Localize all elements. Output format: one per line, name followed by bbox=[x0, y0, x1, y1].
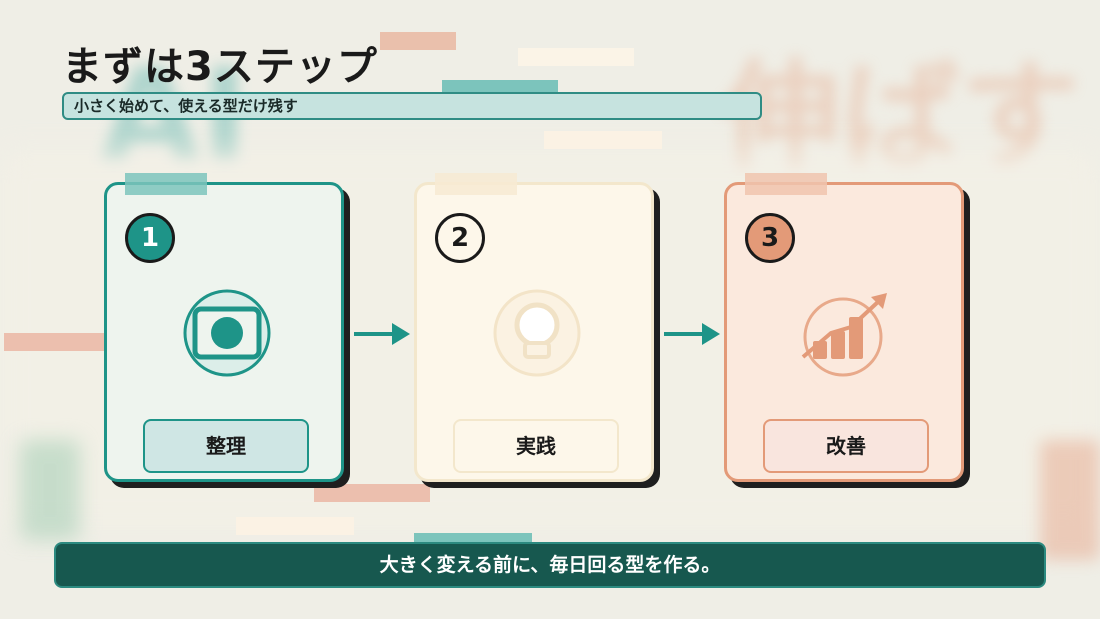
background-strip bbox=[314, 484, 430, 502]
page-title: まずは3ステップ bbox=[62, 44, 378, 90]
background-strip bbox=[4, 333, 104, 351]
background-blob bbox=[1040, 440, 1100, 560]
tape-decoration bbox=[745, 173, 827, 195]
arrow-right-icon bbox=[354, 323, 410, 345]
background-strip bbox=[442, 80, 558, 94]
step-card-1: 1 整理 bbox=[104, 173, 350, 488]
window-circle-icon bbox=[181, 287, 273, 379]
step-card-2: 2 実践 bbox=[414, 173, 660, 488]
step-label: 整理 bbox=[143, 419, 309, 473]
background-strip bbox=[236, 517, 354, 535]
step-number-badge: 2 bbox=[435, 213, 485, 263]
footer-banner: 大きく変える前に、毎日回る型を作る。 bbox=[54, 542, 1046, 588]
step-label: 実践 bbox=[453, 419, 619, 473]
step-card-body: 3 改善 bbox=[724, 173, 964, 482]
arrow-right-icon bbox=[664, 323, 720, 345]
background-strip bbox=[544, 131, 662, 149]
tape-decoration bbox=[125, 173, 207, 195]
step-card-body: 1 整理 bbox=[104, 173, 344, 482]
step-card-body: 2 実践 bbox=[414, 173, 654, 482]
step-label: 改善 bbox=[763, 419, 929, 473]
background-blob bbox=[20, 440, 80, 540]
page-subtitle: 小さく始めて、使える型だけ残す bbox=[62, 92, 762, 120]
background-strip bbox=[380, 32, 456, 50]
step-number-badge: 1 bbox=[125, 213, 175, 263]
step-card-3: 3 改善 bbox=[724, 173, 970, 488]
growth-chart-icon bbox=[801, 287, 893, 379]
step-number-badge: 3 bbox=[745, 213, 795, 263]
tape-decoration bbox=[435, 173, 517, 195]
lightbulb-icon bbox=[491, 287, 583, 379]
background-strip bbox=[518, 48, 634, 66]
